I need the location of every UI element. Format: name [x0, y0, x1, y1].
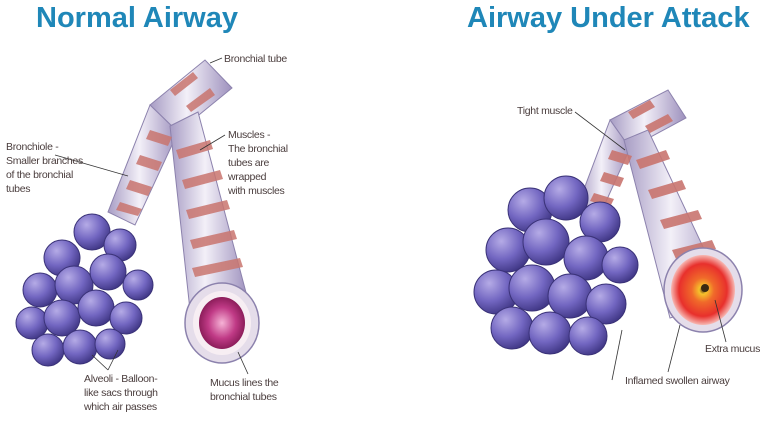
label-inflamed-airway: Inflamed swollen airway: [625, 374, 730, 388]
normal-cross-section: [185, 283, 259, 363]
attack-airway-figure: [474, 90, 742, 380]
normal-airway-figure: [16, 58, 259, 374]
label-bronchial-tube: Bronchial tube: [224, 52, 287, 66]
attack-cross-section: [664, 248, 742, 332]
normal-alveoli-cluster: [16, 214, 153, 366]
label-extra-mucus: Extra mucus: [705, 342, 760, 356]
label-tight-muscle: Tight muscle: [517, 104, 573, 118]
label-muscles: Muscles - The bronchial tubes are wrappe…: [228, 128, 288, 198]
label-alveoli: Alveoli - Balloon- like sacs through whi…: [84, 372, 158, 414]
label-bronchiole: Bronchiole - Smaller branches of the bro…: [6, 140, 83, 196]
attack-alveoli-cluster: [474, 176, 638, 355]
label-mucus: Mucus lines the bronchial tubes: [210, 376, 278, 404]
